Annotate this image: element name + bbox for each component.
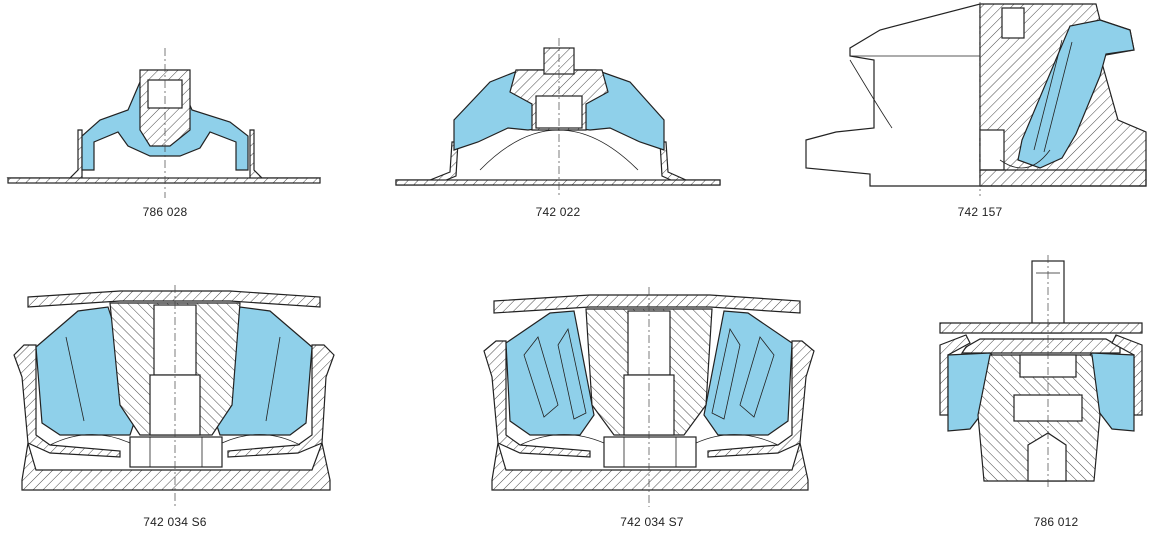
mount-drawing-742-034-S7 — [483, 287, 815, 507]
part-label: 742 157 — [957, 205, 1003, 219]
part-label: 786 012 — [1033, 515, 1079, 529]
part-786-012: 786 012 — [930, 255, 1152, 529]
mount-drawing-786-028 — [6, 48, 321, 198]
part-742-157: 742 157 — [800, 0, 1152, 219]
mount-drawing-742-022 — [395, 38, 721, 198]
part-label: 742 034 S7 — [620, 515, 684, 529]
mount-drawing-742-034-S6 — [13, 285, 335, 507]
mount-drawing-742-157 — [805, 2, 1147, 196]
part-742-034-S6: 742 034 S6 — [0, 285, 360, 529]
part-742-034-S7: 742 034 S7 — [470, 285, 830, 529]
part-742-022: 742 022 — [390, 30, 730, 219]
mount-drawing-786-012 — [939, 255, 1143, 489]
part-label: 786 028 — [142, 205, 188, 219]
part-label: 742 022 — [535, 205, 581, 219]
part-786-028: 786 028 — [0, 30, 330, 219]
part-label: 742 034 S6 — [143, 515, 207, 529]
